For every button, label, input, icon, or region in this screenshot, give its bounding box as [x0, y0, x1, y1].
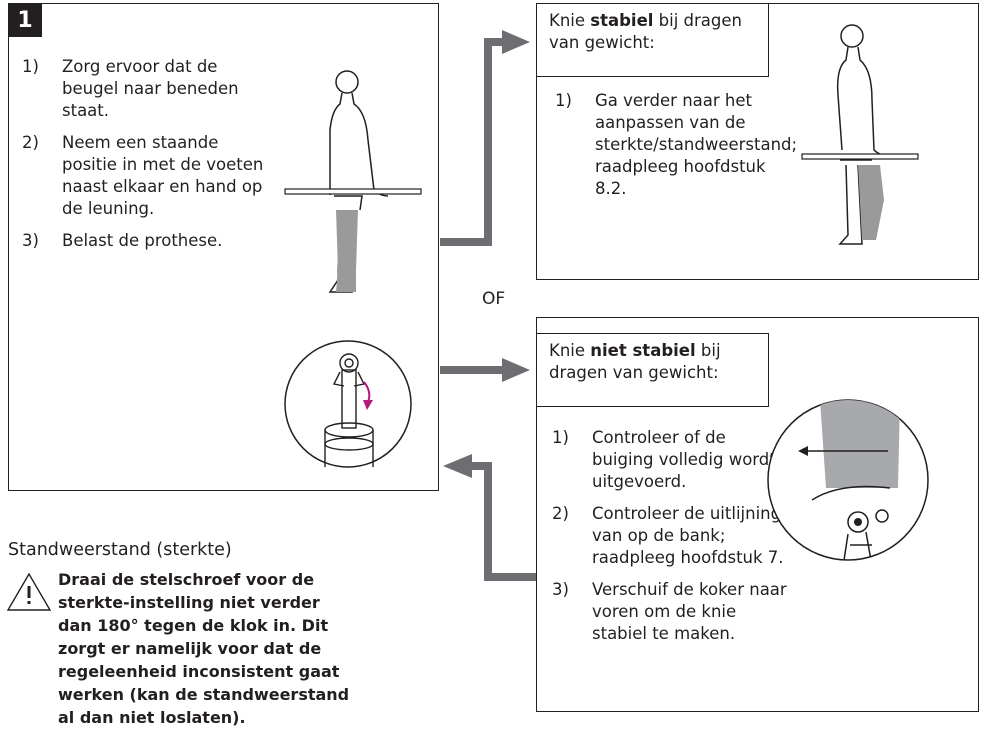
- arrow-head-return: [443, 454, 472, 478]
- stable-step-list: 1)Ga verder naar het aanpassen van de st…: [555, 90, 798, 210]
- standing-figure-illustration: [284, 70, 422, 293]
- arrow-to-stable: [440, 38, 505, 246]
- arrow-head-unstable: [502, 358, 530, 382]
- warning-text: Draai de stelschroef voor de sterkte-ins…: [58, 570, 350, 727]
- list-item: 3)Verschuif de koker naar voren om de kn…: [552, 580, 787, 643]
- section-title: Standweerstand (sterkte): [8, 540, 232, 560]
- stable-figure-illustration: [801, 24, 919, 245]
- warning-icon: [6, 572, 52, 611]
- unstable-heading-box: Knie niet stabiel bij dragen van gewicht…: [536, 333, 769, 407]
- lever-detail-illustration: [284, 340, 412, 468]
- arrow-return: [468, 462, 536, 581]
- stable-heading-box: Knie stabiel bij dragen van gewicht:: [536, 3, 769, 77]
- list-item: 1)Ga verder naar het aanpassen van de st…: [555, 91, 798, 198]
- list-item: 2)Controleer de uitlijning van op de ban…: [552, 504, 784, 567]
- arrow-head-stable: [502, 30, 530, 54]
- list-item: 1)Controleer of de buiging volledig word…: [552, 428, 776, 491]
- unstable-step-list: 1)Controleer of de buiging volledig word…: [536, 427, 792, 655]
- step-number-badge: 1: [8, 3, 42, 37]
- connector-arrows: [440, 30, 536, 581]
- left-step-list: 1)Zorg ervoor dat de beugel naar beneden…: [22, 56, 272, 262]
- list-item: 2)Neem een staande positie in met de voe…: [22, 133, 264, 218]
- list-item: 1)Zorg ervoor dat de beugel naar beneden…: [22, 57, 239, 120]
- or-label: OF: [482, 289, 506, 309]
- list-item: 3)Belast de prothese.: [22, 231, 223, 250]
- knee-detail-illustration: [767, 399, 929, 561]
